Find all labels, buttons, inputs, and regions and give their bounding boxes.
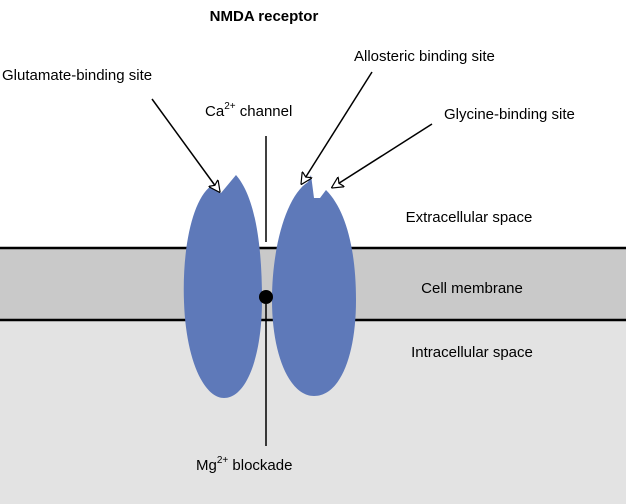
diagram-title: NMDA receptor [210,8,319,25]
ca-channel-label-prefix: Ca [205,103,225,120]
ca-channel-label-superscript: 2+ [224,101,236,112]
cell-membrane-label: Cell membrane [421,280,523,297]
glycine-site-label: Glycine-binding site [444,106,575,123]
right-receptor-subunit [272,175,356,396]
left-receptor-subunit [183,175,262,398]
glycine-site-arrow [333,123,433,187]
allosteric-site-arrow [302,71,373,183]
allosteric-site-label: Allosteric binding site [354,48,495,65]
ca-channel-label-suffix: channel [236,103,293,120]
glutamate-site-arrow [151,98,219,191]
mg-blockade-label-suffix: blockade [228,457,292,474]
glutamate-site-label: Glutamate-binding site [2,67,152,84]
ca-channel-label: Ca2+ channel [205,101,292,120]
mg-blockade-label: Mg2+ blockade [196,455,292,474]
mg-blockade-label-prefix: Mg [196,457,217,474]
mg-ion [259,290,273,304]
mg-blockade-label-superscript: 2+ [217,455,229,466]
extracellular-space-label: Extracellular space [406,209,533,226]
intracellular-space-label: Intracellular space [411,344,533,361]
